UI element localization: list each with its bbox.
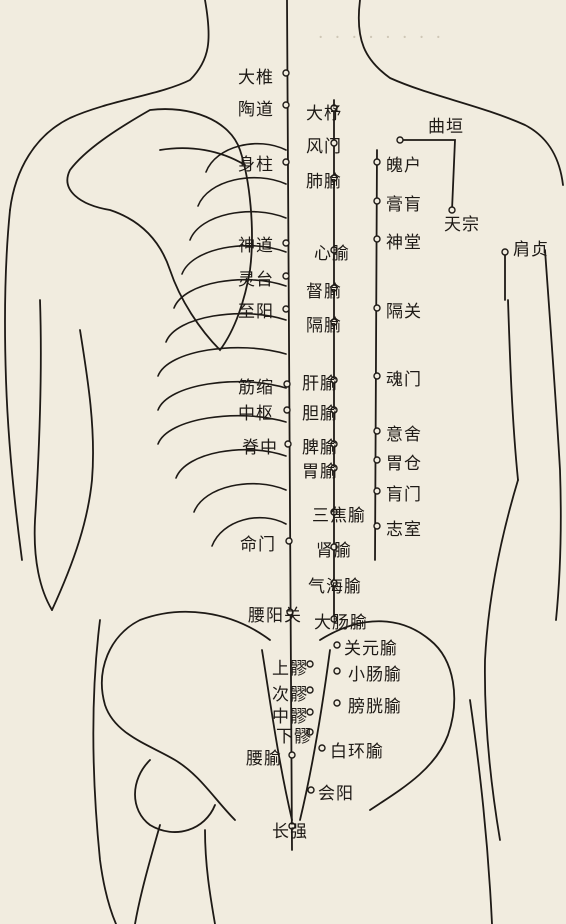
label-guanyuanshu: 关元腧 — [344, 639, 398, 659]
label-changqiang: 长强 — [272, 822, 308, 842]
label-shendao: 神道 — [238, 236, 274, 256]
label-geguan: 隔关 — [386, 302, 422, 322]
rib — [198, 178, 286, 206]
label-quyuan: 曲垣 — [428, 117, 464, 137]
acupoint-dot — [283, 306, 289, 312]
left-hip-socket — [135, 760, 215, 832]
left-arm-outline — [5, 210, 22, 560]
acupoint-dot — [334, 642, 340, 648]
label-qihaishu: 气海腧 — [308, 577, 362, 597]
label-ganshu: 肝腧 — [302, 374, 338, 394]
acupoint-dot — [374, 305, 380, 311]
label-weicang: 胃仓 — [386, 454, 422, 474]
label-huangmen: 肓门 — [386, 485, 422, 505]
acupoint-dot — [283, 240, 289, 246]
acupoint-dot — [308, 787, 314, 793]
acupoint-dot — [283, 273, 289, 279]
acupoint-dot — [289, 752, 295, 758]
rib — [194, 484, 286, 512]
label-pangguangshu: 膀胱腧 — [348, 697, 402, 717]
label-baihuanshu: 白环腧 — [330, 742, 384, 762]
acupoint-dot — [449, 207, 455, 213]
label-zhiyang: 至阳 — [238, 302, 274, 322]
right-hip-outline — [470, 700, 492, 924]
label-dazhu: 大杼 — [306, 104, 342, 124]
label-pohu: 魄户 — [386, 156, 422, 176]
left-femur — [135, 825, 215, 924]
label-hunmen: 魂门 — [386, 370, 422, 390]
label-jinsuo: 筋缩 — [238, 378, 274, 398]
label-feishu: 肺腧 — [306, 172, 342, 192]
label-xiaochangshu: 小肠腧 — [348, 665, 402, 685]
label-weishu: 胃腧 — [302, 462, 338, 482]
label-zhongshu: 中枢 — [238, 404, 274, 424]
label-fengmen: 风门 — [306, 137, 342, 157]
right-arm-inner — [508, 300, 518, 480]
right-arm-outline — [545, 250, 561, 620]
label-sanjiaoshu: 三焦腧 — [312, 506, 366, 526]
acupoint-dot — [319, 745, 325, 751]
acupoint-dot — [374, 488, 380, 494]
label-ciliao: 次髎 — [272, 685, 308, 705]
acupoint-dot — [283, 102, 289, 108]
acupoint-dot — [374, 236, 380, 242]
acupoint-dot — [286, 538, 292, 544]
acupoint-dot — [284, 381, 290, 387]
label-taodao: 陶道 — [238, 100, 274, 120]
label-lingtai: 灵台 — [238, 270, 274, 290]
label-tianzong: 天宗 — [444, 215, 480, 235]
acupoint-dot — [374, 428, 380, 434]
left-arm-inner — [35, 300, 52, 610]
label-jianzhen: 肩贞 — [513, 240, 549, 260]
label-danshu: 胆腧 — [302, 404, 338, 424]
label-shentang: 神堂 — [386, 233, 422, 253]
acupoint-dot — [374, 198, 380, 204]
label-dachangshu: 大肠腧 — [314, 613, 368, 633]
label-xialiao: 下髎 — [276, 727, 312, 747]
label-dushu: 督腧 — [306, 282, 342, 302]
rib — [158, 348, 286, 376]
label-huiyang: 会阳 — [318, 784, 354, 804]
acupoint-dot — [283, 159, 289, 165]
scapula-ridge — [160, 148, 245, 165]
label-dazhui: 大椎 — [238, 68, 274, 88]
right-waist-outline — [485, 480, 518, 840]
label-yaoshu: 腰腧 — [246, 749, 282, 769]
acupoint-dot — [374, 159, 380, 165]
acupoint-dot — [334, 700, 340, 706]
label-xinshu: 心腧 — [314, 244, 350, 264]
label-gaohuang: 膏肓 — [386, 195, 422, 215]
label-zhishi: 志室 — [386, 520, 422, 540]
left-iliac-crest — [102, 612, 270, 820]
label-pishu: 脾腧 — [302, 438, 338, 458]
bladder-outer-line — [375, 150, 377, 560]
label-yishe: 意舍 — [386, 425, 422, 445]
label-jizhong: 脊中 — [242, 438, 278, 458]
acupoint-dot — [374, 373, 380, 379]
label-geshu: 隔腧 — [306, 316, 342, 336]
label-shenzhu: 身柱 — [238, 155, 274, 175]
bleed-through-text-1: · · · · · · · · — [318, 28, 444, 48]
label-zhongliao: 中髎 — [272, 707, 308, 727]
rib-cage — [158, 144, 286, 546]
acupoint-dot — [334, 668, 340, 674]
acupoint-dot — [283, 70, 289, 76]
acupoint-dot — [502, 249, 508, 255]
label-shenshu: 肾腧 — [316, 541, 352, 561]
acupoint-dot — [374, 523, 380, 529]
label-yaoyangguan: 腰阳关 — [248, 606, 302, 626]
neck-left-outline — [10, 0, 209, 210]
acupoint-dot — [284, 407, 290, 413]
acupoint-dot — [285, 441, 291, 447]
label-mingmen: 命门 — [240, 535, 276, 555]
acupoint-dot — [397, 137, 403, 143]
label-shangliao: 上髎 — [272, 659, 308, 679]
left-waist-outline — [52, 330, 93, 610]
acupoint-dot — [374, 457, 380, 463]
